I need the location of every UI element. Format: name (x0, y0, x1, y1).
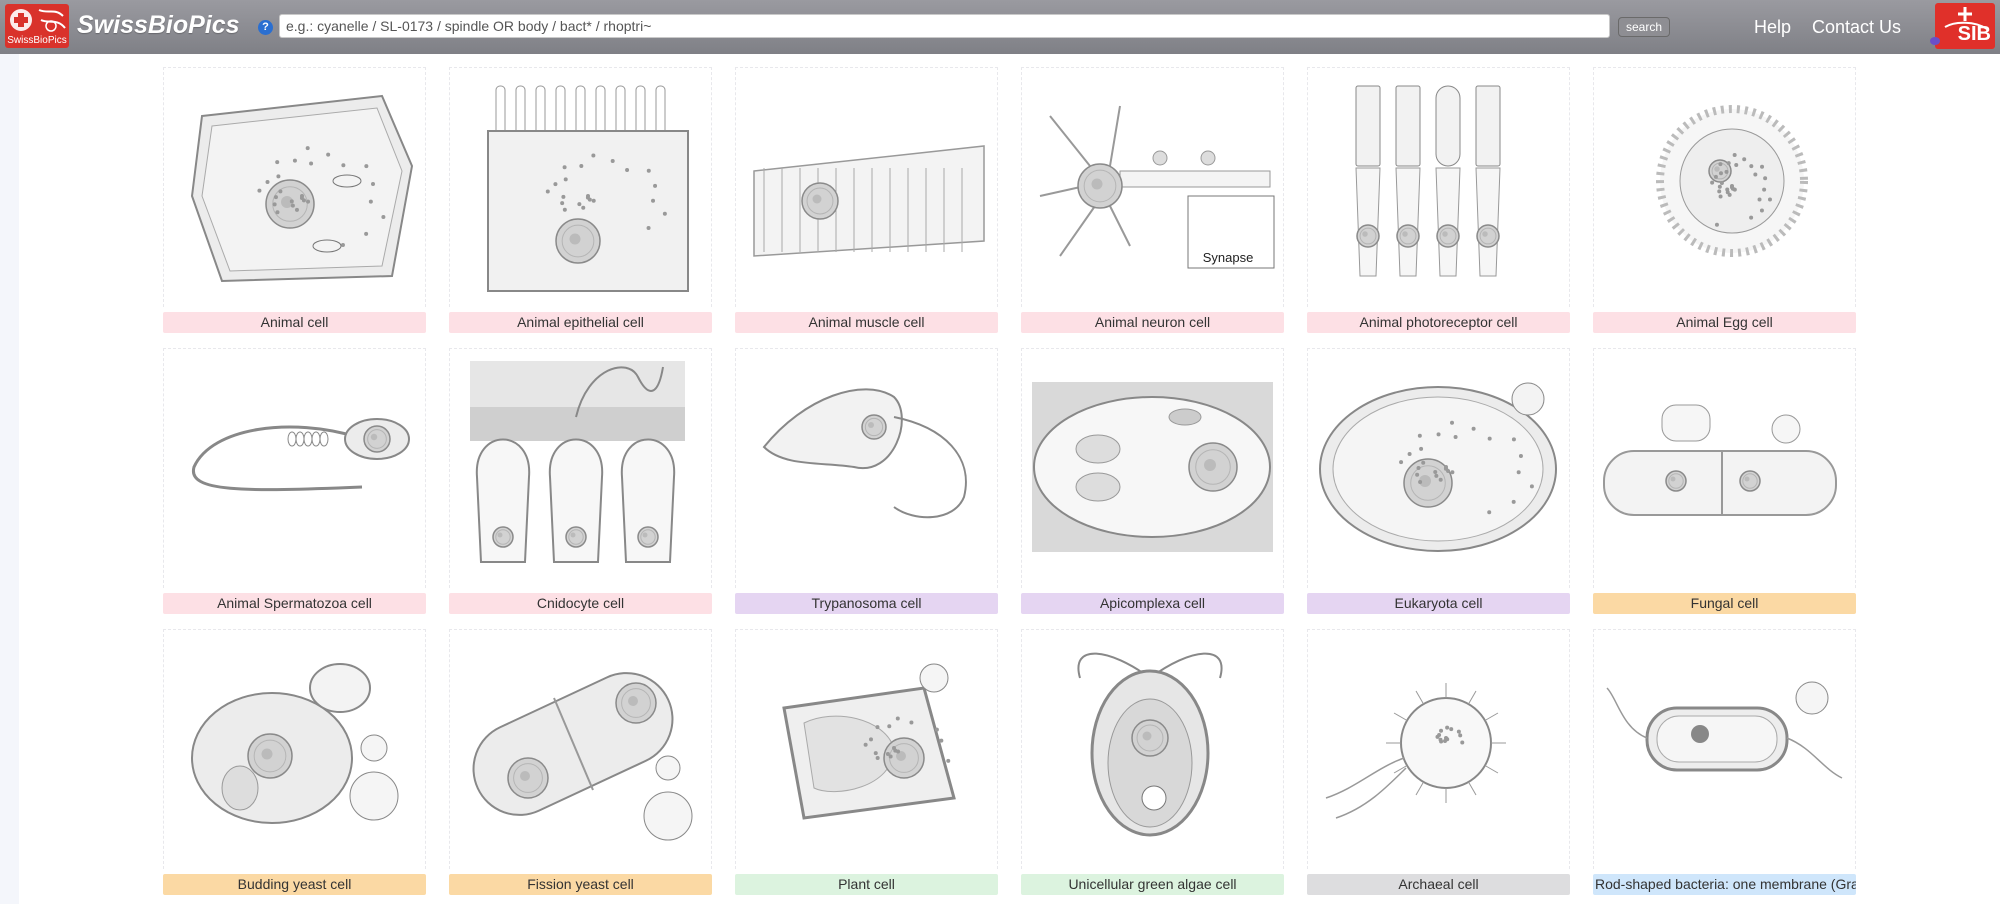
cell-thumbnail[interactable] (1307, 67, 1570, 307)
muscle-cell-icon (753, 145, 985, 257)
cell-thumbnail[interactable] (1593, 629, 1856, 869)
cell-thumbnail[interactable] (1307, 629, 1570, 869)
cell-card[interactable]: Animal Spermatozoa cell (163, 348, 426, 614)
cell-caption[interactable]: Animal neuron cell (1021, 312, 1284, 333)
search-input[interactable] (279, 14, 1610, 38)
fungal-cell-icon (1603, 404, 1837, 516)
budding-yeast-cell-icon (191, 663, 399, 824)
top-bar: SwissBioPics SwissBioPics ? search Help … (0, 0, 2000, 54)
cell-caption[interactable]: Rod-shaped bacteria: one membrane (Gra (1593, 874, 1856, 895)
cell-card[interactable]: Animal cell (163, 67, 426, 333)
cell-caption[interactable]: Animal Egg cell (1593, 312, 1856, 333)
cell-card[interactable]: Fission yeast cell (449, 629, 712, 895)
cell-card[interactable]: Animal photoreceptor cell (1307, 67, 1570, 333)
cell-thumbnail[interactable]: Synapse (1021, 67, 1284, 307)
cell-thumbnail[interactable] (163, 67, 426, 307)
sib-logo-text: SIB (1957, 23, 1991, 45)
cell-card[interactable]: Cnidocyte cell (449, 348, 712, 614)
cell-card[interactable]: Animal Egg cell (1593, 67, 1856, 333)
cell-thumbnail[interactable] (735, 348, 998, 588)
archaeal-cell-icon (1325, 683, 1506, 819)
spermatozoa-cell-icon (191, 418, 410, 492)
cell-thumbnail[interactable] (449, 629, 712, 869)
search-button[interactable]: search (1618, 17, 1670, 37)
cell-caption[interactable]: Fungal cell (1593, 593, 1856, 614)
logo-text: SwissBioPics (7, 35, 67, 46)
search-help-icon[interactable]: ? (258, 20, 273, 35)
cell-caption[interactable]: Animal cell (163, 312, 426, 333)
cell-caption[interactable]: Animal muscle cell (735, 312, 998, 333)
cell-caption[interactable]: Fission yeast cell (449, 874, 712, 895)
nav-contact-link[interactable]: Contact Us (1812, 17, 1902, 37)
green-algae-cell-icon (1077, 652, 1223, 837)
cell-thumbnail[interactable] (735, 629, 998, 869)
cell-thumbnail[interactable] (1021, 348, 1284, 588)
cell-card[interactable]: Rod-shaped bacteria: one membrane (Gra (1593, 629, 1856, 895)
cell-thumbnail[interactable] (163, 629, 426, 869)
cell-card[interactable]: Plant cell (735, 629, 998, 895)
extension-badge-icon (1930, 37, 1940, 45)
synapse-label: Synapse (1203, 250, 1254, 265)
cell-caption[interactable]: Trypanosoma cell (735, 593, 998, 614)
cell-thumbnail[interactable] (449, 348, 712, 588)
fission-yeast-cell-icon (472, 672, 693, 841)
apicomplexa-cell-icon (1032, 382, 1273, 552)
animal-cell-icon (190, 94, 414, 283)
cell-caption[interactable]: Archaeal cell (1307, 874, 1570, 895)
neuron-cell-icon: Synapse (1039, 105, 1275, 269)
cell-thumbnail[interactable] (1307, 348, 1570, 588)
cell-card[interactable]: Archaeal cell (1307, 629, 1570, 895)
cell-caption[interactable]: Plant cell (735, 874, 998, 895)
cell-card[interactable]: Animal muscle cell (735, 67, 998, 333)
cell-caption[interactable]: Budding yeast cell (163, 874, 426, 895)
photoreceptor-cell-icon (1355, 85, 1501, 277)
cell-card[interactable]: Trypanosoma cell (735, 348, 998, 614)
sib-logo-icon[interactable]: SIB (1935, 3, 1995, 49)
cell-caption[interactable]: Unicellular green algae cell (1021, 874, 1284, 895)
cell-caption[interactable]: Animal Spermatozoa cell (163, 593, 426, 614)
cell-card[interactable]: Apicomplexa cell (1021, 348, 1284, 614)
swissbiopics-logo-icon[interactable]: SwissBioPics (5, 4, 69, 48)
cell-caption[interactable]: Eukaryota cell (1307, 593, 1570, 614)
cell-thumbnail[interactable] (449, 67, 712, 307)
cell-card[interactable]: Animal epithelial cell (449, 67, 712, 333)
plant-cell-icon (782, 663, 956, 820)
cell-thumbnail[interactable] (735, 67, 998, 307)
cell-card[interactable]: Eukaryota cell (1307, 348, 1570, 614)
cell-caption[interactable]: Animal photoreceptor cell (1307, 312, 1570, 333)
trypanosoma-cell-icon (762, 388, 967, 519)
cell-thumbnail[interactable] (1021, 629, 1284, 869)
cell-card[interactable]: Unicellular green algae cell (1021, 629, 1284, 895)
brand-name[interactable]: SwissBioPics (77, 11, 240, 39)
cell-thumbnail[interactable] (1593, 67, 1856, 307)
cell-card[interactable]: Fungal cell (1593, 348, 1856, 614)
cnidocyte-cell-icon (470, 361, 685, 563)
cell-thumbnail[interactable] (1593, 348, 1856, 588)
epithelial-cell-icon (487, 85, 689, 292)
cell-caption[interactable]: Animal epithelial cell (449, 312, 712, 333)
egg-cell-icon (1656, 105, 1808, 257)
cell-caption[interactable]: Cnidocyte cell (449, 593, 712, 614)
cell-thumbnail[interactable] (163, 348, 426, 588)
cell-caption[interactable]: Apicomplexa cell (1021, 593, 1284, 614)
rod-bacteria-cell-icon (1606, 681, 1843, 779)
eukaryota-cell-icon (1319, 382, 1557, 552)
cell-card[interactable]: Budding yeast cell (163, 629, 426, 895)
nav-help-link[interactable]: Help (1754, 17, 1792, 37)
